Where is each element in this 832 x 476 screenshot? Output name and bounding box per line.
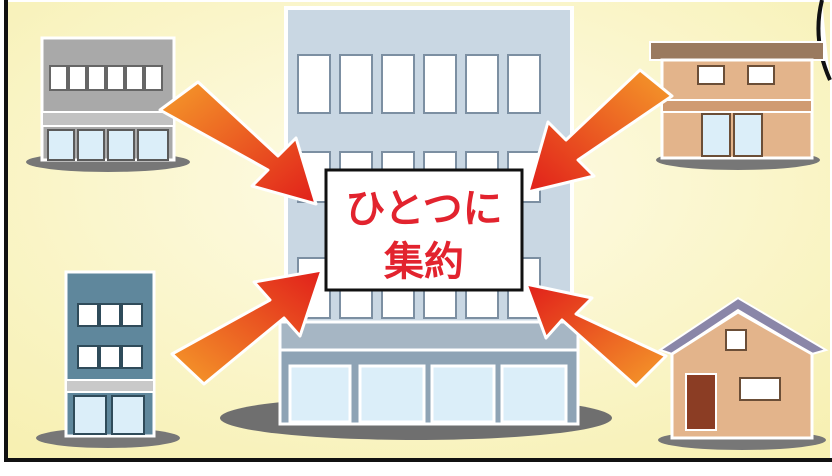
panel-border xyxy=(4,0,832,462)
house-door xyxy=(685,373,717,431)
top-right-building-awning xyxy=(661,99,813,113)
arrow-bottom-right xyxy=(524,282,668,388)
arrow-top-left xyxy=(158,80,318,206)
center-building-awning xyxy=(278,320,580,352)
top-left-building-glass xyxy=(47,129,169,161)
top-right-building xyxy=(649,41,825,170)
speech-bubble-edge xyxy=(816,0,832,81)
top-left-building-windows xyxy=(49,65,163,91)
bottom-left-building-windows xyxy=(77,303,143,369)
house-upper-window xyxy=(725,329,747,351)
house-lower-window xyxy=(739,377,781,401)
top-right-building-upper-windows xyxy=(697,65,775,85)
top-right-building-glass xyxy=(701,113,763,157)
caption-box-frame xyxy=(324,168,524,292)
caption-line-1: ひとつに xyxy=(345,186,502,232)
center-window-row-top xyxy=(297,54,541,114)
caption-box: ひとつに 集約 xyxy=(324,168,524,292)
arrow-bottom-left xyxy=(170,268,324,386)
bottom-right-house xyxy=(657,296,829,450)
bottom-left-building xyxy=(36,270,180,448)
top-left-building-awning xyxy=(41,111,175,127)
top-left-building xyxy=(26,36,190,172)
center-storefront-glass xyxy=(288,364,568,424)
bottom-left-building-glass xyxy=(73,395,145,435)
arrow-top-right xyxy=(526,68,674,194)
bottom-left-building-awning xyxy=(65,379,155,393)
caption-line-2: 集約 xyxy=(383,239,464,285)
top-right-building-roof xyxy=(649,41,825,61)
